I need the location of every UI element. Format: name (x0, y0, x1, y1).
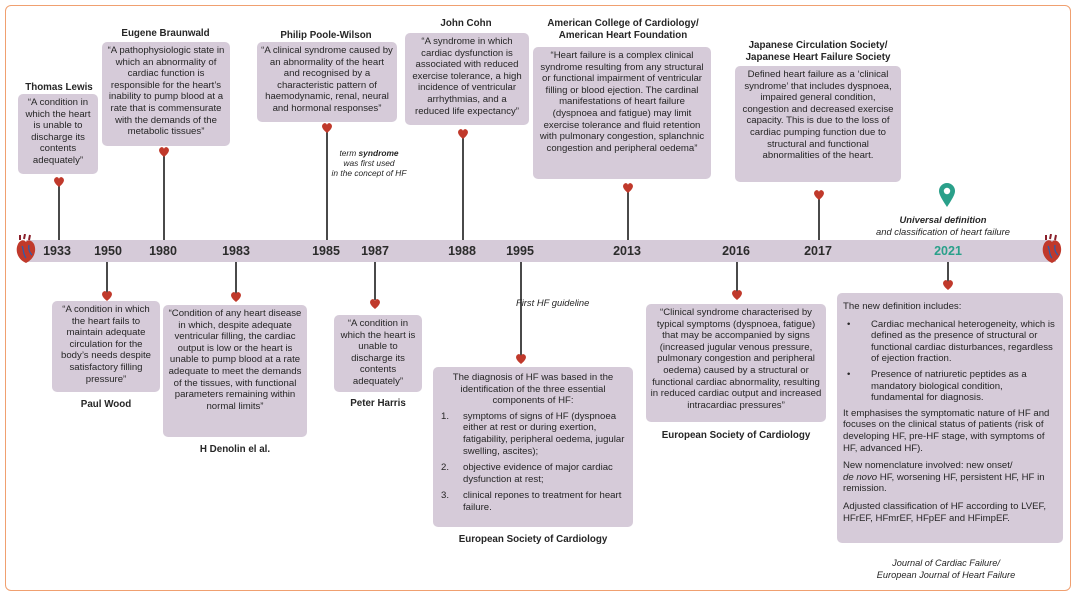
heart-icon (623, 183, 633, 193)
list-item: •Presence of natriuretic peptides as a m… (847, 368, 1027, 404)
paragraph: Adjusted classification of HF according … (843, 500, 1046, 524)
author-name: Peter Harris (350, 398, 406, 409)
connector-line (326, 126, 328, 240)
heart-icon (814, 190, 824, 200)
year-label: 1987 (361, 244, 389, 258)
year-label: 1950 (94, 244, 122, 258)
definition-box: “A syndrome in which cardiac dysfunction… (405, 33, 529, 125)
location-pin-icon (939, 183, 955, 207)
connector-line (947, 262, 949, 282)
organization-name: Japanese Circulation Society/Japanese He… (745, 40, 891, 63)
year-label: 1985 (312, 244, 340, 258)
year-label-highlight: 2021 (934, 244, 962, 258)
heart-icon (54, 177, 64, 187)
year-label: 2017 (804, 244, 832, 258)
definition-box: “Condition of any heart disease in which… (163, 305, 307, 437)
guideline-intro: The diagnosis of HF was based in the ide… (452, 372, 614, 407)
list-item: 1.symptoms of signs of HF (dyspnoea eith… (441, 410, 625, 457)
paragraph: It emphasises the symptomatic nature of … (843, 407, 1050, 454)
heart-icon (231, 292, 241, 302)
year-label: 1980 (149, 244, 177, 258)
definition-box: “Clinical syndrome characterised by typi… (646, 304, 826, 422)
lead-text: The new definition includes: (843, 301, 962, 312)
annotation-note: First HF guideline (516, 297, 590, 308)
list-item: •Cardiac mechanical heterogeneity, which… (847, 318, 1055, 365)
heart-icon (943, 280, 953, 290)
definition-box: “A pathophysiologic state in which an ab… (102, 42, 230, 146)
organization-name: European Society of Cardiology (458, 534, 608, 545)
definition-box: Defined heart failure as a ‘clinical syn… (735, 66, 901, 182)
connector-line (106, 262, 108, 296)
definition-box: The diagnosis of HF was based in the ide… (433, 367, 633, 527)
anatomical-heart-left-icon (16, 234, 36, 263)
heart-icon (322, 123, 332, 133)
heart-icon (732, 290, 742, 300)
year-label: 1995 (506, 244, 534, 258)
definition-box: “A condition in which the heart is unabl… (18, 94, 98, 174)
author-name: Philip Poole-Wilson (280, 30, 372, 41)
definition-box: “A clinical syndrome caused by an abnorm… (257, 42, 397, 122)
definition-box: “A condition in which the heart fails to… (52, 301, 160, 392)
timeline-axis (26, 240, 1056, 262)
definition-box: “A condition in which the heart is unabl… (334, 315, 422, 392)
universal-definition-box: The new definition includes: •Cardiac me… (837, 293, 1063, 543)
paragraph: New nomenclature involved: new onset/de … (843, 460, 1045, 495)
year-label: 1983 (222, 244, 250, 258)
author-name: Thomas Lewis (25, 82, 93, 93)
year-label: 2013 (613, 244, 641, 258)
organization-name: American College of Cardiology/American … (547, 18, 699, 41)
connector-line (627, 186, 629, 240)
definition-box: “Heart failure is a complex clinical syn… (533, 47, 711, 179)
connector-line (235, 262, 237, 296)
list-item: 3.clinical repones to treatment for hear… (441, 490, 622, 513)
organization-name: European Society of Cardiology (661, 430, 811, 441)
connector-line (163, 150, 165, 240)
anatomical-heart-right-icon (1042, 234, 1062, 263)
heart-icon (458, 129, 468, 139)
heart-icon (102, 291, 112, 301)
criteria-list: 1.symptoms of signs of HF (dyspnoea eith… (441, 411, 625, 514)
connector-line (520, 262, 522, 356)
bullet-list: •Cardiac mechanical heterogeneity, which… (843, 319, 1057, 404)
year-label: 2016 (722, 244, 750, 258)
figure-frame (5, 5, 1071, 591)
year-label: 1988 (448, 244, 476, 258)
year-label: 1933 (43, 244, 71, 258)
author-name: H Denolin el al. (199, 444, 271, 455)
heart-icon (159, 147, 169, 157)
connector-line (462, 132, 464, 240)
connector-line (374, 262, 376, 300)
heart-icon (516, 354, 526, 364)
connector-line (58, 182, 60, 240)
journal-source: Journal of Cardiac Failure/European Jour… (876, 558, 1016, 580)
author-name: Eugene Braunwald (121, 28, 210, 39)
list-item: 2.objective evidence of major cardiac dy… (441, 462, 613, 485)
author-name: John Cohn (440, 18, 492, 29)
connector-line (818, 194, 820, 240)
author-name: Paul Wood (80, 399, 132, 410)
connector-line (736, 262, 738, 294)
annotation-note: term syndrome was first used in the conc… (331, 148, 407, 178)
heart-icon (370, 299, 380, 309)
